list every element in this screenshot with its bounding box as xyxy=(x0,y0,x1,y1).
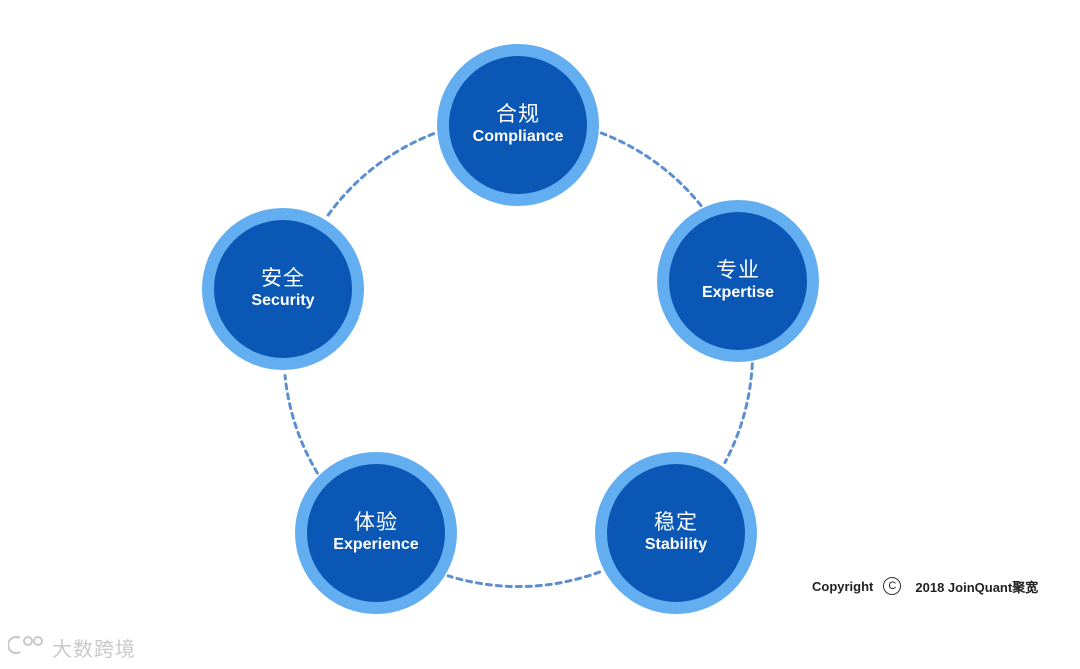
node-security-en-label: Security xyxy=(251,292,315,309)
watermark-text: 大数跨境 xyxy=(52,636,136,661)
copyright-prefix: Copyright xyxy=(812,578,874,594)
node-stability: 稳定 Stability xyxy=(595,452,757,614)
node-security-core: 安全 Security xyxy=(214,220,352,358)
node-security-zh-label: 安全 xyxy=(261,266,305,290)
node-compliance-zh-label: 合规 xyxy=(496,102,540,126)
node-expertise-core: 专业 Expertise xyxy=(669,212,807,350)
copyright-suffix: 2018 JoinQuant聚宽 xyxy=(915,579,1039,595)
node-experience: 体验 Experience xyxy=(295,452,457,614)
node-expertise-zh-label: 专业 xyxy=(716,258,760,282)
node-stability-zh-label: 稳定 xyxy=(654,510,698,534)
copyright-notice: Copyright C 2018 JoinQuant聚宽 xyxy=(812,574,1038,598)
copyright-symbol-icon: C xyxy=(883,577,902,595)
node-experience-zh-label: 体验 xyxy=(354,510,398,534)
node-expertise-en-label: Expertise xyxy=(701,284,775,301)
node-compliance-core: 合规 Compliance xyxy=(449,56,587,194)
watermark-logo-icon xyxy=(7,634,48,661)
node-security: 安全 Security xyxy=(202,208,364,370)
node-stability-en-label: Stability xyxy=(644,536,708,553)
node-experience-en-label: Experience xyxy=(333,536,419,553)
node-compliance: 合规 Compliance xyxy=(437,44,599,206)
watermark: 大数跨境 xyxy=(7,632,136,662)
node-compliance-en-label: Compliance xyxy=(472,128,564,145)
node-experience-core: 体验 Experience xyxy=(307,464,445,602)
node-stability-core: 稳定 Stability xyxy=(607,464,745,602)
node-expertise: 专业 Expertise xyxy=(657,200,819,362)
